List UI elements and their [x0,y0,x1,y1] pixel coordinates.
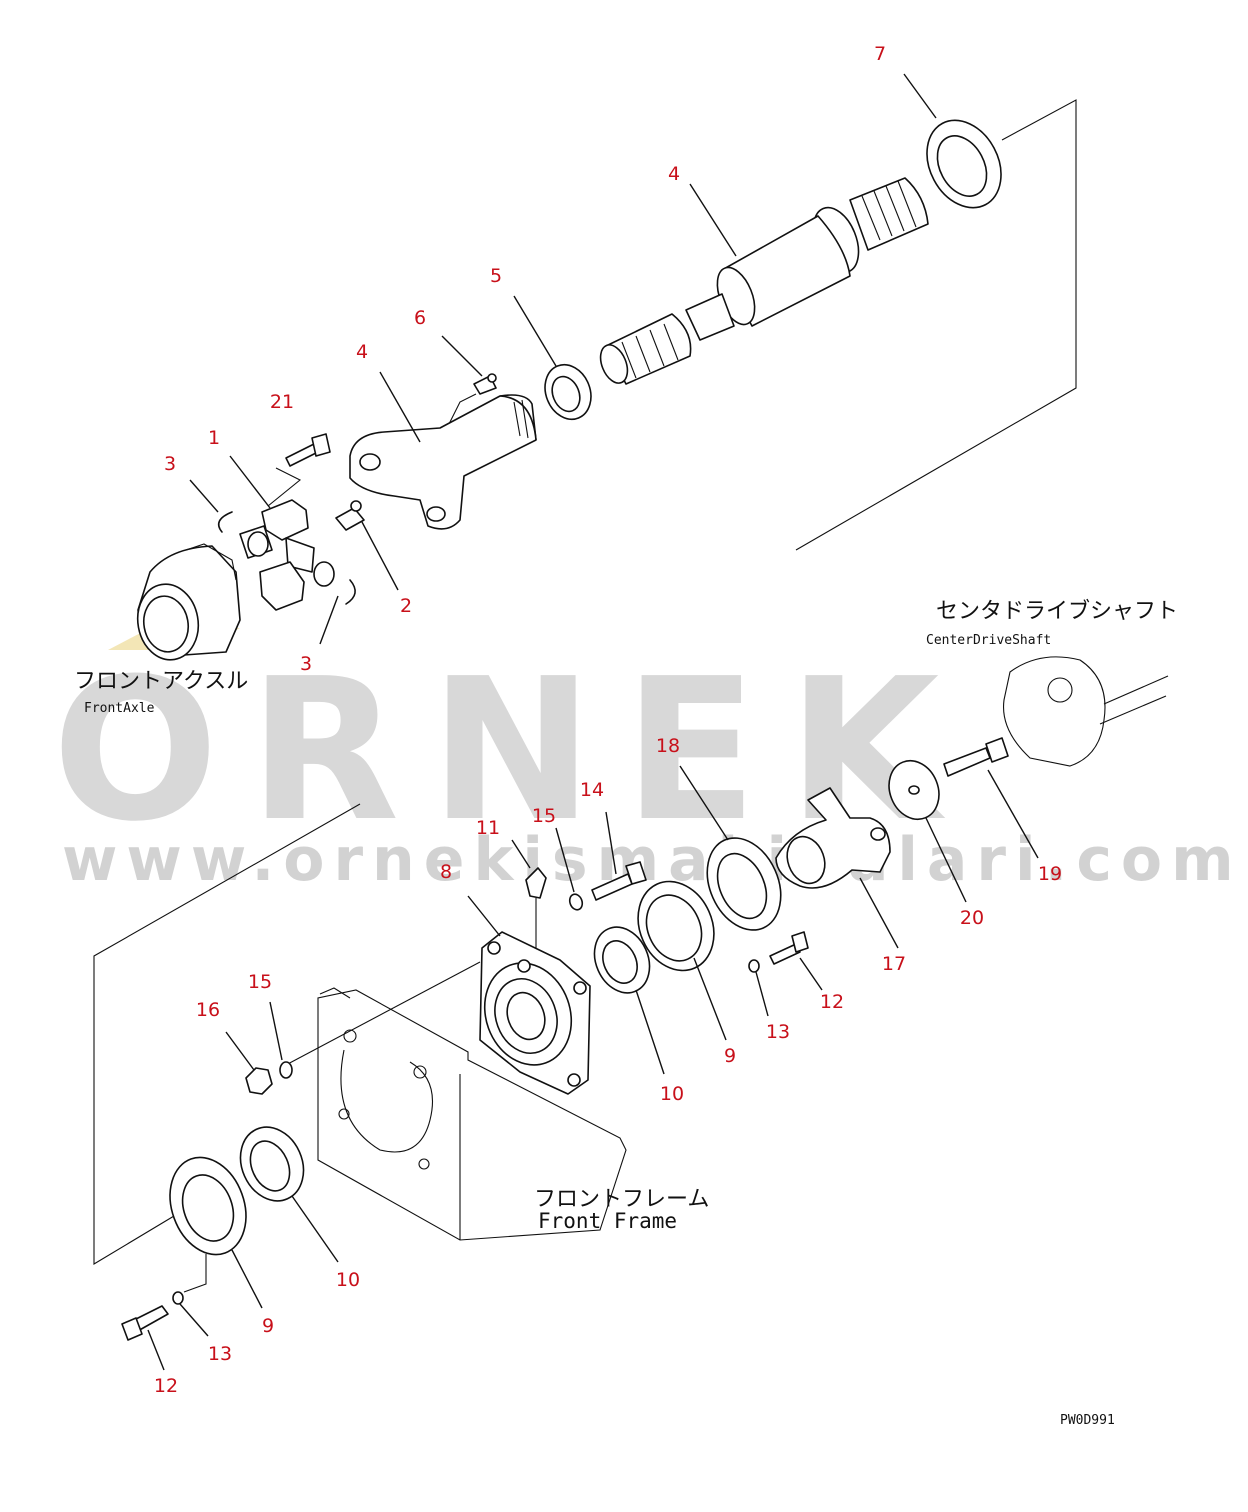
part-21-bolt [267,433,331,507]
watermark-brand: ORNEK [52,637,969,865]
part-6-grease-nipple [445,373,497,431]
part-12-bolt-lower [121,1305,169,1341]
part-15-washer-lower [279,1061,293,1079]
part-19-bolt [943,737,1009,777]
center-drive-shaft-ghost [1002,656,1169,767]
part-8-bearing-housing [479,931,591,1095]
part-12-bolt-upper [769,931,809,965]
front-frame-plate [317,987,627,1241]
part-4-slip-yoke [349,394,537,530]
callout-12: 12 [154,1375,178,1397]
callout-15: 15 [532,805,556,827]
caption-center-drive-shaft-en: CenterDriveShaft [926,633,1051,648]
callout-11: 11 [476,817,500,839]
watermark-url: www.ornekismakinalari.com.tr [62,825,1248,895]
part-13-lockwasher-lower [172,1291,184,1305]
caption-front-frame-jp: フロントフレーム [534,1187,709,1212]
part-10-seal-lower [239,1126,305,1202]
drawing-code: PW0D991 [1060,1413,1115,1428]
caption-front-axle-jp: フロントアクスル [74,669,248,694]
callout-18: 18 [656,735,680,757]
callout-10: 10 [336,1269,360,1291]
callout-13: 13 [208,1343,232,1365]
part-17-flange-yoke [775,787,891,889]
part-20-washer [888,759,940,821]
part-3-snap-rings [217,511,356,605]
part-5-bushing [544,363,592,421]
callout-14: 14 [580,779,604,801]
callout-3: 3 [300,653,312,675]
caption-front-frame-en: Front Frame [538,1209,677,1233]
callout-3: 3 [164,453,176,475]
callout-17: 17 [882,953,906,975]
part-4-drive-shaft [599,177,929,385]
callout-5: 5 [490,265,502,287]
part-1-universal-joint [239,499,335,611]
part-7-seal [926,119,1002,209]
callout-20: 20 [960,907,984,929]
callout-9: 9 [262,1315,274,1337]
caption-center-drive-shaft-jp: センタドライブシャフト [936,599,1178,624]
callout-1: 1 [208,427,220,449]
caption-front-axle-en: FrontAxle [84,701,155,716]
callout-21: 21 [270,391,294,413]
callout-8: 8 [440,861,452,883]
callout-2: 2 [400,595,412,617]
callout-13: 13 [766,1021,790,1043]
leader-lines [147,73,1039,1371]
callout-6: 6 [414,307,426,329]
callout-12: 12 [820,991,844,1013]
part-16-nut [245,1067,273,1095]
callout-16: 16 [196,999,220,1021]
part-15-washer-upper [568,893,584,911]
part-9-retainer-upper [637,880,715,972]
front-axle-flange [136,543,241,661]
callout-15: 15 [248,971,272,993]
part-13-lockwasher-upper [748,959,760,973]
callout-10: 10 [660,1083,684,1105]
upper-assembly-outline [795,99,1077,551]
part-18-seal [706,837,782,931]
lower-assembly-outline [93,803,481,1265]
part-2-grease-fitting [335,500,365,531]
callout-19: 19 [1038,863,1062,885]
callout-4: 4 [356,341,368,363]
callout-7: 7 [874,43,886,65]
callout-4: 4 [668,163,680,185]
part-14-bolt [591,861,647,901]
part-9-retainer-lower [169,1156,247,1293]
callout-9: 9 [724,1045,736,1067]
part-11-elbow-fitting [525,867,547,956]
